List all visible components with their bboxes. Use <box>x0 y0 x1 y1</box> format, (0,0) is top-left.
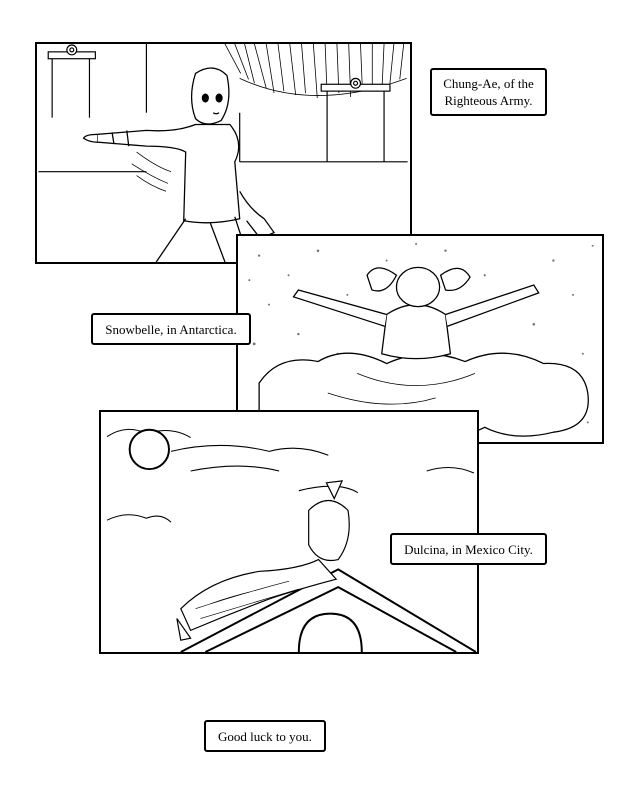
caption-chung-ae: Chung-Ae, of the Righteous Army. <box>430 68 547 116</box>
caption-chung-ae-line2: Righteous Army. <box>444 93 533 108</box>
caption-chung-ae-line1: Chung-Ae, of the <box>443 76 534 91</box>
caption-snowbelle-text: Snowbelle, in Antarctica. <box>105 321 237 337</box>
panel-dulcina <box>99 410 479 654</box>
caption-snowbelle: Snowbelle, in Antarctica. <box>91 313 251 345</box>
panel-snowbelle <box>236 234 604 444</box>
dulcina-illustration <box>106 428 477 652</box>
caption-good-luck: Good luck to you. <box>204 720 326 752</box>
caption-dulcina: Dulcina, in Mexico City. <box>390 533 547 565</box>
caption-good-luck-text: Good luck to you. <box>218 728 312 744</box>
caption-dulcina-text: Dulcina, in Mexico City. <box>404 541 533 557</box>
panel-chung-ae <box>35 42 412 264</box>
chung-ae-illustration <box>38 44 408 262</box>
